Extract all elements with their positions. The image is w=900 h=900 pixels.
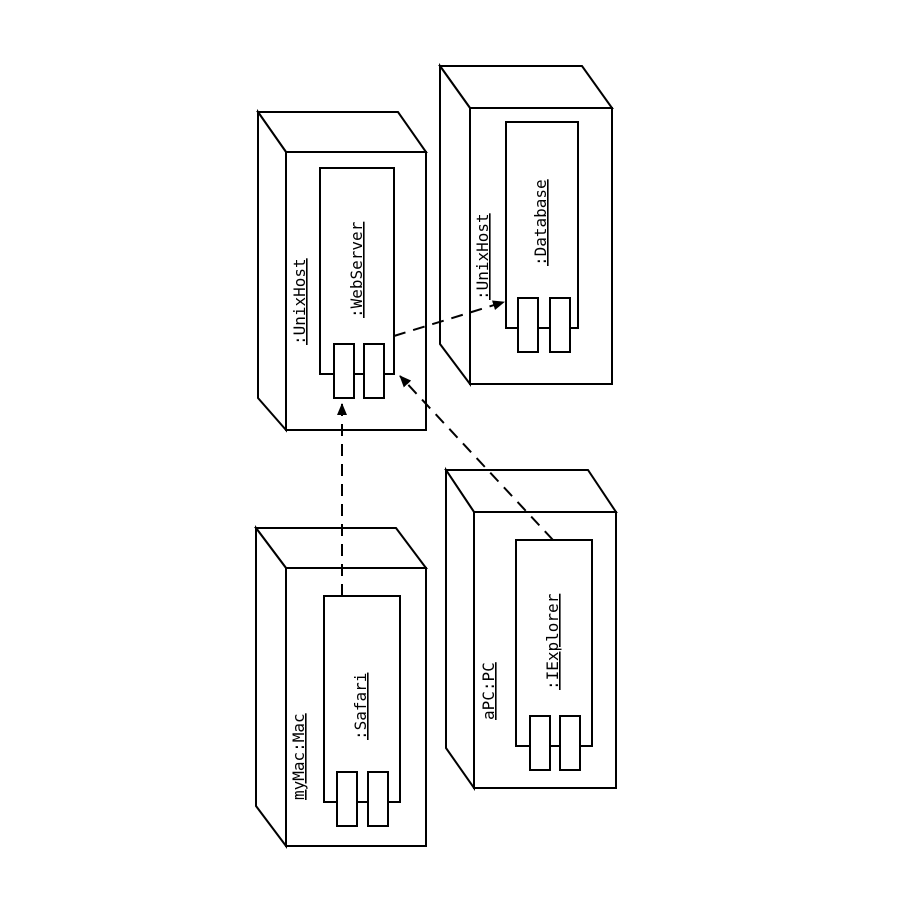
component-port-icon (336, 771, 358, 827)
node-label-database-host: :UnixHost (473, 213, 492, 300)
component-port-icon (333, 343, 355, 399)
node-unixhost-database: :UnixHost :Database (438, 62, 614, 387)
component-port-icon (517, 297, 539, 353)
component-iexplorer (515, 539, 593, 747)
node-apc: aPC:PC :IExplorer (444, 466, 618, 792)
component-port-icon (559, 715, 581, 771)
component-port-icon (367, 771, 389, 827)
component-database (505, 121, 579, 329)
component-label-database: :Database (531, 179, 550, 266)
component-label-safari: :Safari (351, 673, 370, 740)
dependency-iexplorer-to-webserver (399, 375, 554, 541)
node-label-apc: aPC:PC (479, 662, 498, 720)
component-port-icon (363, 343, 385, 399)
node-unixhost-webserver: :UnixHost :WebServer (256, 108, 428, 433)
node-label-mymac: myMac:Mac (289, 713, 308, 800)
component-webserver (319, 167, 395, 375)
node-mymac: myMac:Mac :Safari (254, 525, 428, 849)
component-label-iexplorer: :IExplorer (543, 593, 562, 690)
component-safari (323, 595, 401, 803)
component-port-icon (549, 297, 571, 353)
component-port-icon (529, 715, 551, 771)
node-label-webserver-host: :UnixHost (290, 258, 309, 345)
component-label-webserver: :WebServer (347, 221, 366, 318)
